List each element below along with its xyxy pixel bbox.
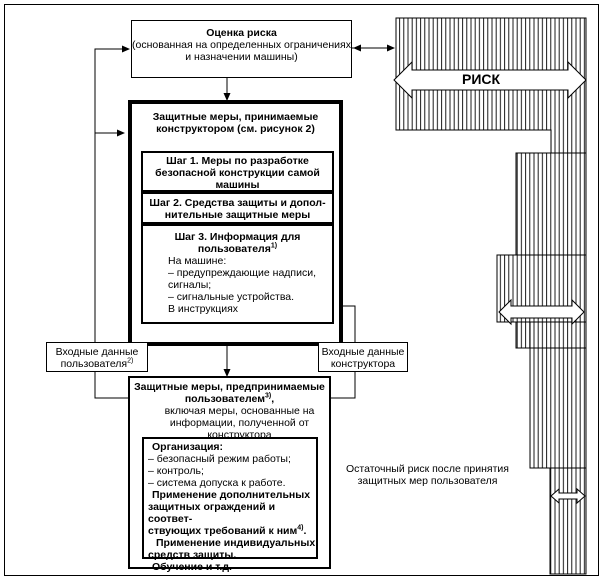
step3-box: Шаг 3. Информация для пользователя1) На … [141, 224, 334, 324]
org-title: Организация: [152, 441, 224, 453]
risk-assessment-box: Оценка риска (основанная на определенных… [131, 20, 352, 78]
training-line: Обучение и т.д. [152, 561, 232, 573]
user-input-line-2: пользователя2) [60, 357, 134, 371]
risk-staircase [395, 17, 587, 575]
step3-line-4: – сигнальные устройства. [168, 291, 295, 303]
outer-frame [4, 4, 599, 576]
step2-box: Шаг 2. Средства защиты и допол- нительны… [141, 192, 334, 224]
user-measures-line-2: информации, полученной от [169, 417, 310, 429]
step3-line-3: сигналы; [168, 279, 212, 291]
user-measures-title-2: пользователем3), [184, 392, 275, 406]
user-input-line-1: Входные данные [55, 346, 139, 358]
risk-double-arrow-medium [498, 298, 585, 326]
org-item-2: – контроль; [148, 465, 204, 477]
designer-input-line-1: Входные данные [321, 346, 405, 358]
ppe-line-2: средств защиты. [148, 549, 237, 561]
org-item-3: – система допуска к работе. [148, 477, 286, 489]
step1-line-3: машины [215, 179, 260, 191]
user-measures-line-1: включая меры, основанные на [164, 405, 315, 417]
step3-line-1: На машине: [168, 255, 227, 267]
risk-assessment-line-2: и назначении машины) [185, 51, 298, 63]
step1-box: Шаг 1. Меры по разработке безопасной кон… [141, 151, 334, 192]
risk-label: РИСК [462, 71, 501, 87]
risk-double-arrow-small [550, 487, 586, 505]
risk-double-arrow-large [393, 60, 587, 100]
user-measures-inner-box: Организация: – безопасный режим работы; … [142, 437, 318, 573]
step3-line-2: – предупреждающие надписи, [168, 267, 316, 279]
step2-line-2: нительные защитные меры [164, 209, 311, 221]
residual-risk-label: Остаточный риск после принятия защитных … [335, 463, 520, 487]
residual-risk-line-1: Остаточный риск после принятия [346, 463, 509, 475]
extra-line-1: Применение дополнительных [152, 489, 311, 501]
extra-line-3: ствующих требований к ним4). [148, 524, 307, 538]
org-item-1: – безопасный режим работы; [148, 453, 291, 465]
risk-assessment-line-1: (основанная на определенных ограничениях [132, 39, 351, 51]
risk-assessment-title: Оценка риска [206, 27, 277, 39]
step1-line-1: Шаг 1. Меры по разработке [166, 155, 309, 167]
designer-measures-title-1: Защитные меры, принимаемые [152, 111, 319, 123]
designer-measures-title-2: конструктором (см. рисунок 2) [156, 123, 315, 135]
step1-line-2: безопасной конструкции самой [155, 167, 320, 179]
designer-input-box: Входные данные конструктора [318, 342, 408, 372]
step2-line-1: Шаг 2. Средства защиты и допол- [149, 197, 326, 209]
step3-title-2: пользователя1) [197, 242, 278, 256]
step3-title-1: Шаг 3. Информация для [174, 231, 301, 243]
designer-input-line-2: конструктора [330, 358, 396, 370]
ppe-line-1: Применение индивидуальных [156, 537, 316, 549]
user-measures-title-1: Защитные меры, предпринимаемые [134, 381, 325, 393]
user-input-box: Входные данные пользователя2) [46, 342, 148, 372]
step3-line-5: В инструкциях [168, 303, 239, 315]
residual-risk-line-2: защитных мер пользователя [357, 475, 498, 487]
extra-line-2: защитных ограждений и соответ- [148, 501, 276, 525]
